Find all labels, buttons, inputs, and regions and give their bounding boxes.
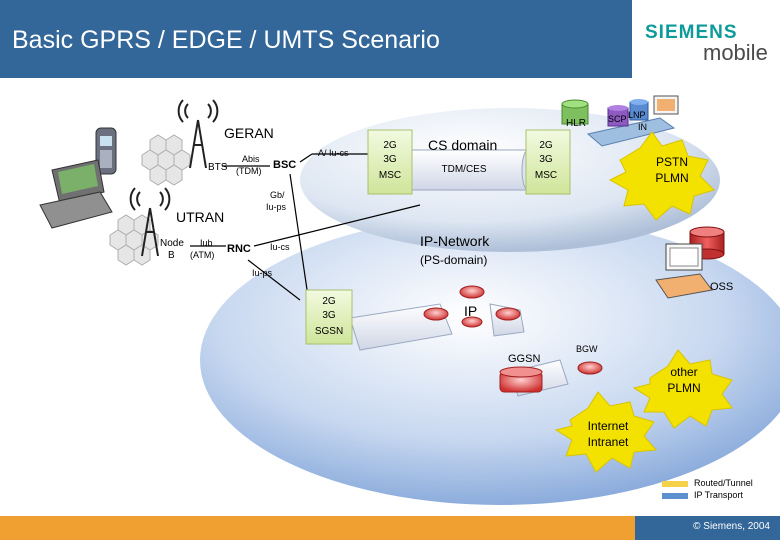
msc-left-label-3: MSC xyxy=(379,170,401,181)
hlr-label: HLR xyxy=(566,118,586,129)
legend-routed-label: Routed/Tunnel xyxy=(694,478,753,488)
antenna-icon-utran xyxy=(129,187,171,257)
ggsn-label: GGSN xyxy=(508,353,540,365)
legend: Routed/Tunnel IP Transport xyxy=(662,478,772,504)
mobile-phone-icon xyxy=(95,127,117,175)
utran-label: UTRAN xyxy=(176,209,224,225)
a-iu-cs-label: A/ Iu-cs xyxy=(318,148,349,158)
legend-ip-transport-label: IP Transport xyxy=(694,490,743,500)
sgsn-label-1: 2G xyxy=(322,296,336,307)
msc-right-label-1: 2G xyxy=(539,140,553,151)
siemens-mobile-logo: SIEMENS mobile xyxy=(645,22,770,72)
bgw-label: BGW xyxy=(576,344,598,354)
pstn-plmn-cloud xyxy=(608,131,715,221)
internet-intranet-cloud xyxy=(554,391,658,473)
bsc-label: BSC xyxy=(273,159,296,171)
abis-tdm-label: (TDM) xyxy=(236,166,262,176)
msc-left-label-2: 3G xyxy=(383,154,397,165)
gb-label-2: Iu-ps xyxy=(266,202,287,212)
ps-domain-label: (PS-domain) xyxy=(420,253,487,267)
internet-label-1: Internet xyxy=(588,419,629,433)
pstn-label-1: PSTN xyxy=(656,155,688,169)
sgsn-box xyxy=(305,289,353,345)
msc-left-label-1: 2G xyxy=(383,140,397,151)
iub-label: Iub xyxy=(200,238,213,248)
iu-ps-label: Iu-ps xyxy=(252,268,273,278)
logo-brand: SIEMENS xyxy=(645,22,738,43)
ip-label: IP xyxy=(464,303,477,319)
bts-label: BTS xyxy=(208,162,228,173)
gb-label-1: Gb/ xyxy=(270,190,285,200)
hlr-database-icon xyxy=(561,99,589,125)
node-b-label-1: Node xyxy=(160,238,184,249)
tdm-ces-label: TDM/CES xyxy=(442,164,487,175)
sgsn-label-3: SGSN xyxy=(315,326,343,337)
oss-terminal-icon xyxy=(655,226,725,299)
msc-right-box xyxy=(525,129,571,195)
laptop-icon xyxy=(39,159,113,229)
cell-honeycomb-geran xyxy=(141,134,191,186)
legend-routed-swatch xyxy=(662,481,688,487)
lnp-label: LNP xyxy=(628,110,646,120)
node-b-label-2: B xyxy=(168,250,175,261)
scp-label: SCP xyxy=(608,114,627,124)
msc-left-box xyxy=(367,129,413,195)
abis-label: Abis xyxy=(242,154,260,164)
iub-atm-label: (ATM) xyxy=(190,250,214,260)
cell-honeycomb-utran xyxy=(109,214,159,266)
internet-label-2: Intranet xyxy=(588,435,629,449)
copyright: © Siemens, 2004 xyxy=(693,521,770,532)
router-icon xyxy=(423,285,603,375)
iu-cs-label: Iu-cs xyxy=(270,242,290,252)
msc-right-label-2: 3G xyxy=(539,154,553,165)
footer: © Siemens, 2004 xyxy=(0,516,780,540)
legend-ip-transport: IP Transport xyxy=(662,490,772,501)
rnc-label: RNC xyxy=(227,243,251,255)
in-label: IN xyxy=(638,122,647,132)
other-plmn-cloud xyxy=(632,349,733,429)
antenna-icon-geran xyxy=(177,99,219,169)
pstn-label-2: PLMN xyxy=(655,171,688,185)
footer-blue-block: © Siemens, 2004 xyxy=(635,516,780,540)
legend-routed: Routed/Tunnel xyxy=(662,478,772,489)
sgsn-label-2: 3G xyxy=(322,310,336,321)
other-plmn-label-1: other xyxy=(670,365,697,379)
ip-network-label: IP-Network xyxy=(420,233,490,249)
msc-right-label-3: MSC xyxy=(535,170,557,181)
other-plmn-label-2: PLMN xyxy=(667,381,700,395)
legend-ip-transport-swatch xyxy=(662,493,688,499)
oss-label: OSS xyxy=(710,281,733,293)
page-title: Basic GPRS / EDGE / UMTS Scenario xyxy=(12,26,440,54)
header: Basic GPRS / EDGE / UMTS Scenario SIEMEN… xyxy=(0,0,780,78)
geran-label: GERAN xyxy=(224,125,274,141)
connection-lines xyxy=(190,153,421,311)
logo-sub: mobile xyxy=(703,40,768,65)
title-bar: Basic GPRS / EDGE / UMTS Scenario xyxy=(0,0,632,78)
cs-domain-label: CS domain xyxy=(428,137,497,153)
in-platform-icon xyxy=(586,95,679,147)
ggsn-router-icon xyxy=(499,366,543,393)
